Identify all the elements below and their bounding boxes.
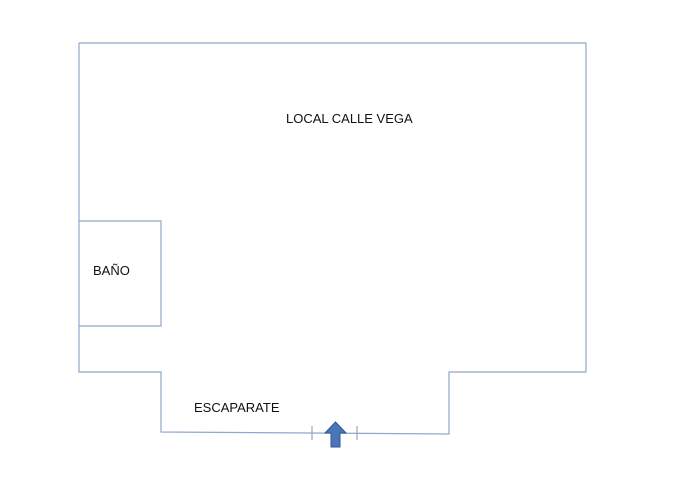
arrow-up-icon xyxy=(323,421,348,448)
outer-wall xyxy=(78,42,587,435)
room-label-shopwindow: ESCAPARATE xyxy=(194,400,280,415)
plan-title: LOCAL CALLE VEGA xyxy=(286,111,413,126)
bathroom-wall xyxy=(79,220,162,327)
room-label-bathroom: BAÑO xyxy=(93,263,130,278)
